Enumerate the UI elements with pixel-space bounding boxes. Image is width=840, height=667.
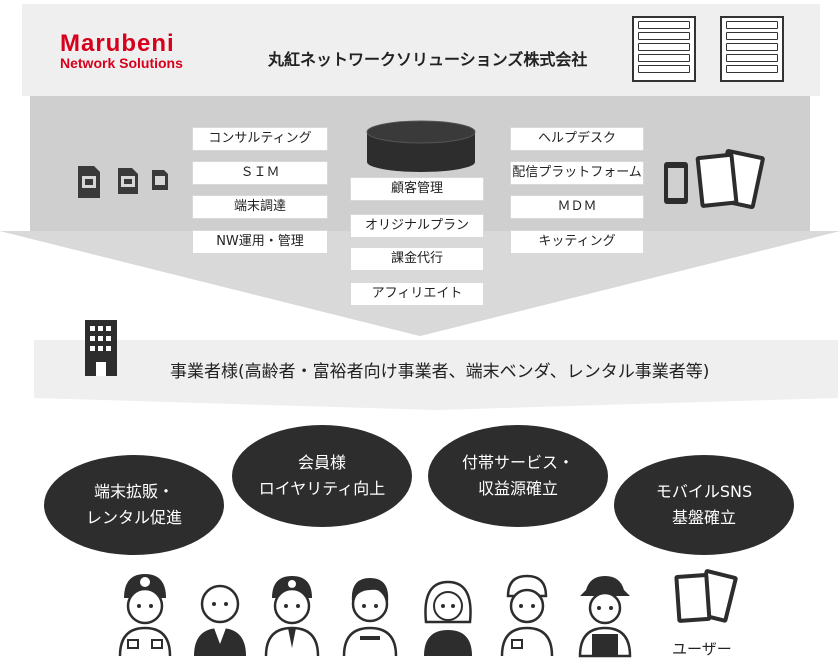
devices-icon [664,149,765,210]
person-businessman-icon [342,578,398,657]
sim-card-icon [152,170,168,190]
benefit-member-loyalty: 会員様ロイヤリティ向上 [232,425,412,527]
service-consulting: コンサルティング [192,127,328,151]
company-name: 丸紅ネットワークソリューションズ株式会社 [268,50,588,69]
service-sim: ＳＩＭ [192,161,328,185]
person-worker-icon [118,574,172,657]
person-cap-icon [500,574,554,657]
building-icon [85,320,117,376]
server-rack-icon [632,16,696,82]
customer-band-tip [34,396,838,410]
service-nw-operation: NW運用・管理 [192,230,328,254]
tablets-icon [674,569,738,623]
users-label: ユーザー [672,640,732,658]
person-shopkeeper-icon [578,576,632,658]
service-original-plan: オリジナルプラン [350,214,484,238]
users-row [0,568,840,663]
service-customer-management: 顧客管理 [350,177,484,201]
service-help-desk: ヘルプデスク [510,127,644,151]
server-rack-icon [720,16,784,82]
benefit-device-sales: 端末拡販・レンタル促進 [44,455,224,555]
person-woman-icon [424,580,472,656]
logo-network-solutions: Network Solutions [60,55,183,71]
database-icon [366,120,476,172]
service-delivery-platform: 配信プラットフォーム [510,161,644,185]
logo-marubeni: Marubeni [60,30,175,57]
person-doctor-icon [264,576,320,657]
service-affiliate: アフィリエイト [350,282,484,306]
service-device-procurement: 端末調達 [192,195,328,219]
benefit-additional-services: 付帯サービス・収益源確立 [428,425,608,527]
sim-card-icon [78,166,100,198]
service-kitting: キッティング [510,230,644,254]
customer-label: 事業者様(高齢者・富裕者向け事業者、端末ベンダ、レンタル事業者等) [170,362,710,382]
sim-card-icon [118,168,138,194]
service-billing-agency: 課金代行 [350,247,484,271]
person-elder-icon [194,584,246,656]
customer-band [34,340,838,396]
service-mdm: ＭＤＭ [510,195,644,219]
